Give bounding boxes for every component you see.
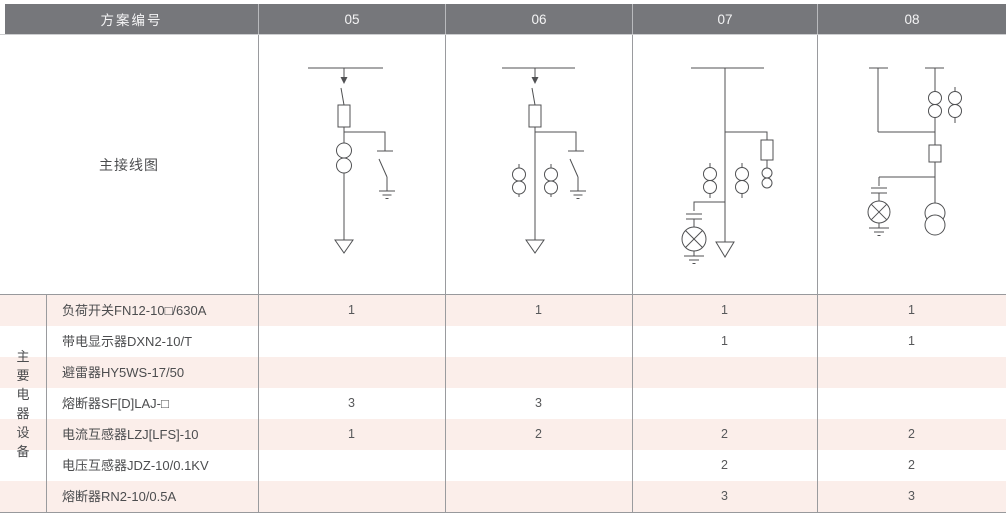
- table-row: 避雷器HY5WS-17/50: [0, 357, 1006, 388]
- column-divider: [817, 35, 818, 512]
- qty-05: [258, 450, 445, 481]
- header-scheme-08: 08: [817, 4, 1006, 34]
- column-divider: [445, 35, 446, 512]
- equipment-group-label: 主要电器设备: [16, 348, 30, 459]
- equipment-name: 避雷器HY5WS-17/50: [62, 365, 185, 380]
- qty-08: [817, 357, 1006, 388]
- qty-08: [817, 388, 1006, 419]
- equipment-table: 负荷开关FN12-10□/630A 1 1 1 1 带电显示器DXN2-10/T…: [0, 294, 1006, 513]
- qty-07: [632, 388, 817, 419]
- equipment-name: 熔断器RN2-10/0.5A: [62, 489, 177, 504]
- qty-05: 1: [348, 303, 355, 317]
- table-row: 负荷开关FN12-10□/630A 1 1 1 1: [0, 295, 1006, 326]
- qty-08: 2: [908, 427, 915, 441]
- qty-08: 3: [908, 489, 915, 503]
- qty-07: 3: [721, 489, 728, 503]
- qty-07: 2: [721, 427, 728, 441]
- diagram-cell-07: [632, 35, 817, 294]
- header-scheme-05: 05: [258, 4, 445, 34]
- header-scheme-number-label: 方案编号: [100, 13, 163, 28]
- table-row: 熔断器SF[D]LAJ-□ 3 3: [0, 388, 1006, 419]
- qty-06: [445, 326, 632, 357]
- diagram-cell-08: [817, 35, 1006, 294]
- qty-05: 3: [348, 396, 355, 410]
- qty-07: 1: [721, 303, 728, 317]
- single-line-diagram-07-icon: [681, 67, 774, 264]
- equipment-name: 电流互感器LZJ[LFS]-10: [62, 427, 199, 442]
- diagram-cell-06: [445, 35, 632, 294]
- diagram-cell-05: [258, 35, 445, 294]
- qty-08: 1: [908, 303, 915, 317]
- equipment-name: 熔断器SF[D]LAJ-□: [62, 396, 169, 411]
- single-line-diagram-05-icon: [308, 67, 395, 254]
- qty-07: 2: [721, 458, 728, 472]
- single-line-diagram-08-icon: [867, 67, 962, 236]
- qty-06: [445, 450, 632, 481]
- qty-06: [445, 481, 632, 512]
- qty-05: [258, 357, 445, 388]
- qty-05: 1: [348, 427, 355, 441]
- table-row: 带电显示器DXN2-10/T 1 1: [0, 326, 1006, 357]
- equipment-name: 电压互感器JDZ-10/0.1KV: [62, 458, 209, 473]
- equipment-name: 负荷开关FN12-10□/630A: [62, 303, 207, 318]
- group-label-divider: [46, 295, 47, 512]
- table-row: 熔断器RN2-10/0.5A 3 3: [0, 481, 1006, 512]
- qty-08: 1: [908, 334, 915, 348]
- column-divider: [258, 35, 259, 512]
- table-row: 电流互感器LZJ[LFS]-10 1 2 2 2: [0, 419, 1006, 450]
- table-row: 电压互感器JDZ-10/0.1KV 2 2: [0, 450, 1006, 481]
- header-scheme-07: 07: [632, 4, 817, 34]
- equipment-group-label-cell: 主要电器设备: [0, 295, 46, 512]
- qty-06: [445, 357, 632, 388]
- qty-06: 3: [535, 396, 542, 410]
- qty-05: [258, 481, 445, 512]
- equipment-name: 带电显示器DXN2-10/T: [62, 334, 193, 349]
- table-header: 方案编号 05 06 07 08: [5, 4, 1006, 34]
- qty-06: 2: [535, 427, 542, 441]
- qty-06: 1: [535, 303, 542, 317]
- main-wiring-diagram-row: 主接线图: [0, 34, 1006, 295]
- main-wiring-diagram-label: 主接线图: [99, 157, 159, 173]
- qty-07: 1: [721, 334, 728, 348]
- single-line-diagram-06-icon: [502, 67, 586, 254]
- column-divider: [632, 35, 633, 512]
- qty-05: [258, 326, 445, 357]
- qty-08: 2: [908, 458, 915, 472]
- header-scheme-06: 06: [445, 4, 632, 34]
- qty-07: [632, 357, 817, 388]
